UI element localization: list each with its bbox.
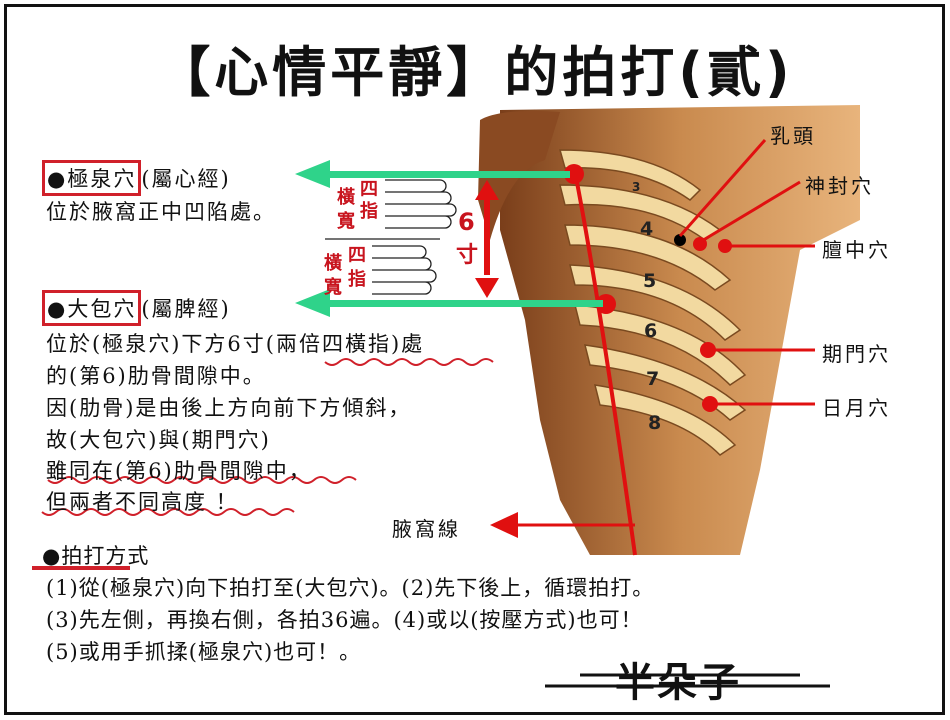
measure-unit: 寸 [456, 243, 479, 268]
dabao-line: 位於(極泉穴)下方6寸(兩倍四橫指)處 [46, 332, 425, 356]
jiquan-name: ●極泉穴 [42, 160, 142, 196]
finger-label: 寬 [324, 277, 342, 298]
method-line: (5)或用手抓揉(極泉穴)也可！。 [46, 640, 362, 664]
page-title: 【心情平靜】的拍打(貳) [156, 41, 794, 104]
label-riyue: 日月穴 [822, 396, 891, 420]
finger-label: 寬 [337, 211, 355, 232]
jiquan-meridian: (屬心經) [141, 167, 231, 191]
dabao-line: 因(肋骨)是由後上方向前下方傾斜， [46, 396, 412, 420]
measure-number: 6 [458, 208, 475, 236]
jiquan-heading: ●極泉穴(屬心經) [42, 160, 231, 196]
nipple-dot [674, 234, 686, 246]
wavy-underlines [41, 358, 494, 516]
label-qimen: 期門穴 [822, 342, 891, 366]
measure-arrow [475, 180, 499, 298]
label-danzhong: 膻中穴 [822, 238, 891, 262]
method-line: (3)先左側，再換右側，各拍36遍。(4)或以(按壓方式)也可！ [46, 608, 643, 632]
finger-label: 指 [360, 201, 378, 222]
axillary-arrow-head [490, 512, 518, 538]
dabao-line: 但兩者不同高度 ！ [46, 490, 239, 514]
label-shenfeng: 神封穴 [805, 174, 874, 198]
method-line: (1)從(極泉穴)向下拍打至(大包穴)。(2)先下後上，循環拍打。 [46, 576, 655, 600]
label-axillary-line: 腋窩線 [392, 517, 461, 541]
page-frame [4, 4, 945, 715]
signature: 半朵子 [615, 660, 741, 706]
jiquan-dot [564, 164, 584, 184]
axillary-line [573, 171, 637, 556]
dabao-line: 雖同在(第6)肋骨間隙中， [46, 459, 312, 483]
finger-label: 四 [360, 179, 378, 200]
finger-label: 橫 [324, 253, 342, 274]
rib-number: 8 [648, 412, 662, 434]
rib-number: 5 [643, 270, 657, 292]
dabao-name: ●大包穴 [42, 290, 142, 326]
fingers [325, 179, 457, 295]
dabao-meridian: (屬脾經) [141, 297, 231, 321]
rib-number: 3 [632, 180, 641, 194]
jiquan-desc: 位於腋窩正中凹陷處。 [46, 200, 276, 224]
finger-label: 指 [348, 269, 366, 290]
finger-label: 四 [348, 245, 366, 266]
dabao-heading: ●大包穴(屬脾經) [42, 290, 231, 326]
green-arrows [295, 160, 603, 317]
dabao-line: 的(第6)肋骨間隙中。 [46, 364, 266, 388]
signature-logo [545, 673, 830, 688]
label-nipple: 乳頭 [770, 124, 816, 148]
rib-number: 4 [640, 218, 654, 240]
dabao-line: 故(大包穴)與(期門穴) [46, 428, 271, 452]
ribs [559, 149, 747, 456]
finger-label: 橫 [337, 187, 355, 208]
method-heading: ●拍打方式 [42, 544, 150, 568]
rib-number: 7 [646, 368, 660, 390]
dabao-dot [596, 294, 616, 314]
rib-number: 6 [644, 320, 658, 342]
